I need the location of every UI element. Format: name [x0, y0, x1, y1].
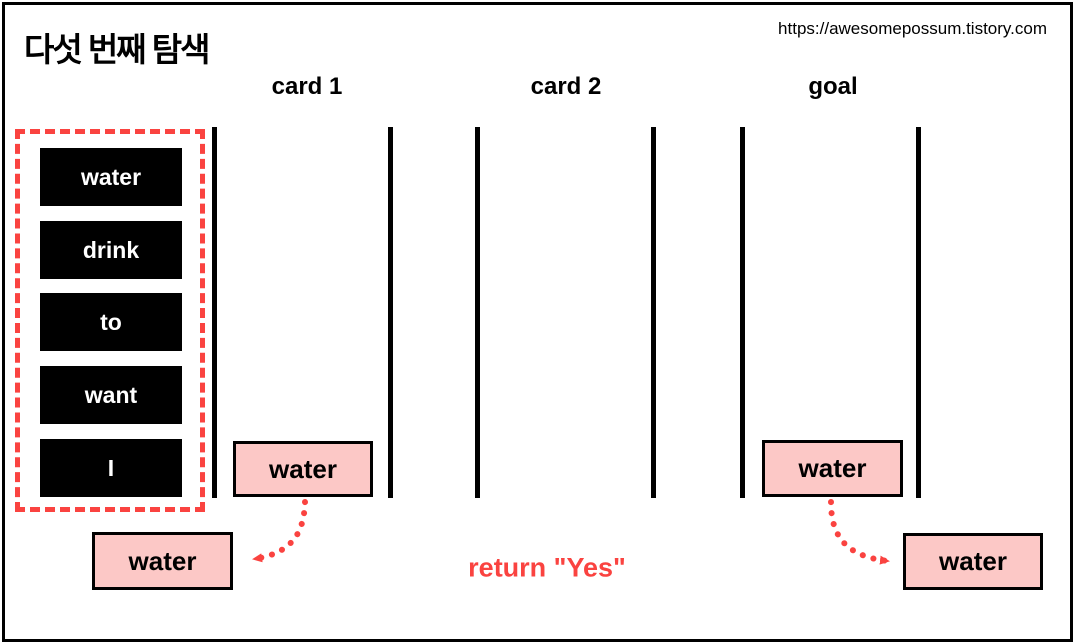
column-divider	[388, 127, 393, 498]
dotted-curved-arrow-left	[251, 499, 308, 563]
card-label: water	[128, 545, 197, 576]
column-divider	[475, 127, 480, 498]
word-box-label: to	[100, 308, 122, 335]
word-stack-highlight-box	[15, 129, 205, 512]
word-box-water: water	[40, 148, 182, 206]
return-yes-label: return "Yes"	[468, 552, 626, 583]
column-divider	[651, 127, 656, 498]
column-divider	[916, 127, 921, 498]
word-box-to: to	[40, 293, 182, 351]
column-divider	[212, 127, 217, 498]
dotted-curved-arrow-right	[828, 499, 891, 565]
column-header-card2: card 2	[530, 73, 602, 100]
word-box-want: want	[40, 366, 182, 424]
column-header-goal: goal	[808, 73, 858, 100]
word-box-i: I	[40, 439, 182, 497]
site-url: https://awesomepossum.tistory.com	[778, 19, 1047, 38]
card-label: water	[269, 453, 337, 484]
card1-drawn-water-card: water	[92, 532, 233, 590]
word-box-label: I	[107, 454, 115, 481]
column-divider	[740, 127, 745, 498]
word-box-label: water	[80, 163, 142, 190]
word-box-drink: drink	[40, 221, 182, 279]
card-label: water	[939, 546, 1007, 576]
word-box-label: want	[84, 381, 138, 408]
goal-drawn-water-card: water	[903, 533, 1043, 590]
column-header-card1: card 1	[271, 73, 343, 100]
page-title: 다섯 번째 탐색	[24, 31, 210, 68]
card1-water-card: water	[233, 441, 373, 497]
goal-water-card: water	[762, 440, 903, 497]
card-label: water	[798, 453, 867, 483]
word-box-label: drink	[82, 236, 140, 263]
